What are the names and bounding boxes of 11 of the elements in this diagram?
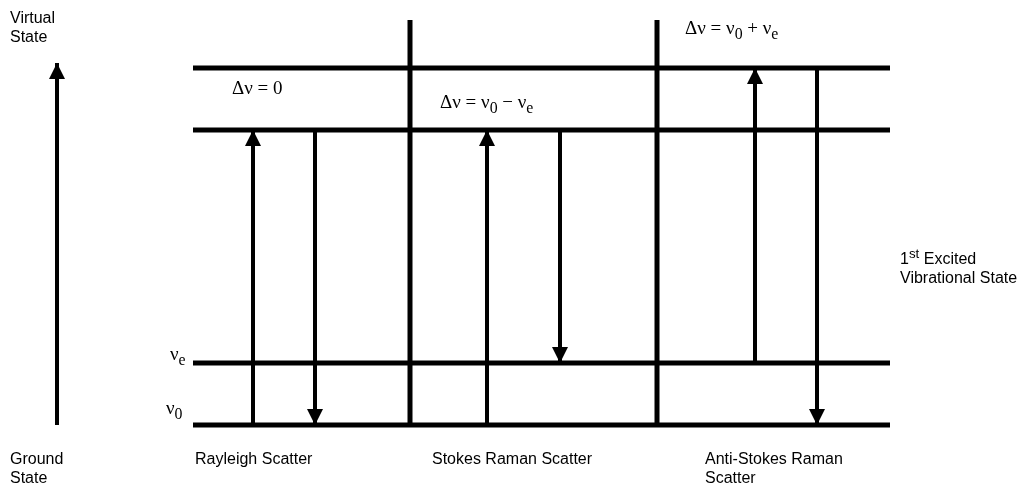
formula-label: Δν = ν$_{0}$ + ν$_{e}$ — [685, 18, 779, 43]
state-label: Virtual State — [10, 8, 57, 46]
state-label: Ground State — [10, 449, 65, 487]
scatter-label: Stokes Raman Scatter — [432, 449, 593, 468]
scatter-label: Rayleigh Scatter — [195, 449, 313, 468]
formula-label: Δν = ν$_{0}$ − ν$_{e}$ — [440, 92, 534, 117]
scatter-label: Anti-Stokes Raman Scatter — [705, 449, 844, 487]
formula-label: Δν = 0 — [232, 78, 283, 97]
state-label: 1$^{st}$ Excited Vibrational State — [900, 245, 1019, 288]
level-label: ν$_{e}$ — [170, 344, 186, 369]
level-label: ν$_{0}$ — [166, 398, 183, 423]
